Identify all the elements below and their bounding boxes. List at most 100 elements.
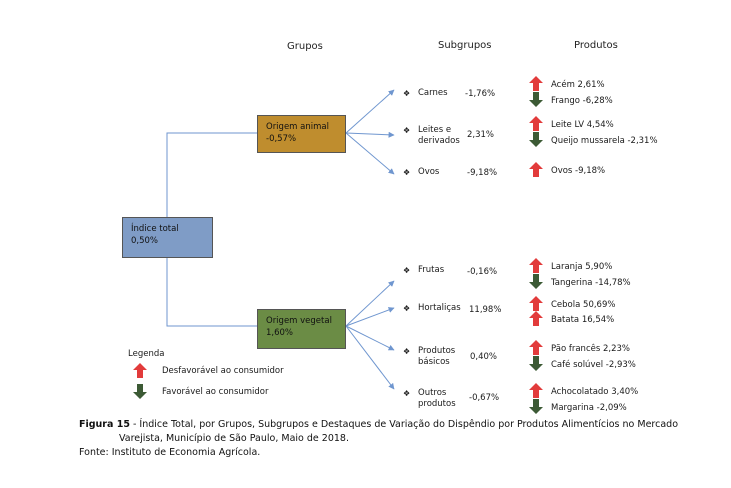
up-arrow-icon [529,76,543,91]
arrow-shape [529,311,543,326]
figure-label: Figura 15 [79,419,130,430]
subgroup-name-line: Hortaliças [418,303,461,313]
arrow-shape [529,274,543,289]
product-item: Ovos -9,18% [551,166,606,176]
up-arrow-icon [529,258,543,273]
root-index-box: Índice total 0,50% [122,217,213,258]
arrow-shape [529,258,543,273]
group-box-origem-animal: Origem animal -0,57% [257,115,346,153]
product-item: Laranja 5,90% [551,262,613,272]
product-item: Leite LV 4,54% [551,120,614,130]
header-subgrupos: Subgrupos [438,40,492,51]
subgroup-value: -0,16% [467,267,498,277]
root-value: 0,50% [131,236,159,246]
subgroup-name-line: Outros [418,388,447,398]
arrow-shape [529,116,543,131]
subgroup-marker-icon: ❖ [403,89,411,98]
root-label: Índice total [131,224,179,234]
branch-frutas [345,280,395,327]
caption-source: Fonte: Instituto de Economia Agrícola. [79,447,261,458]
branch-outros [345,325,395,390]
arrow-shape [529,76,543,91]
branch-produtos-basicos [345,325,395,351]
product-item: Frango -6,28% [551,96,613,106]
header-grupos: Grupos [287,41,323,52]
product-item: Queijo mussarela -2,31% [551,136,658,146]
subgroup-name-line: Ovos [418,167,440,177]
down-arrow-icon [529,399,543,414]
group-value: 1,60% [266,328,294,338]
subgroup-name: Hortaliças [418,303,461,314]
subgroup-marker-icon: ❖ [403,389,411,398]
subgroup-name-line: básicos [418,357,450,367]
subgroup-name-line: Produtos [418,346,456,356]
up-arrow-icon [529,162,543,177]
subgroup-name: Ovos [418,167,439,178]
product-item: Cebola 50,69% [551,300,616,310]
group-box-origem-vegetal: Origem vegetal 1,60% [257,309,346,349]
subgroup-name-line: derivados [418,136,460,146]
product-item: Margarina -2,09% [551,403,627,413]
arrow-shape [529,356,543,371]
down-arrow-icon [529,92,543,107]
arrow-shape [529,162,543,177]
arrow-shape [529,92,543,107]
product-item: Pão francês 2,23% [551,344,630,354]
branch-carnes [345,89,395,134]
group-value: -0,57% [266,134,297,144]
arrow-shape [529,340,543,355]
subgroup-name-line: Leites e [418,125,452,135]
legend-up-arrow-icon [133,363,147,378]
subgroup-marker-icon: ❖ [403,304,411,313]
product-item: Café solúvel -2,93% [551,360,636,370]
group-label: Origem vegetal [266,316,332,326]
up-arrow-icon [529,383,543,398]
product-item: Batata 16,54% [551,315,615,325]
product-item: Tangerina -14,78% [551,278,631,288]
down-arrow-icon [529,132,543,147]
arrow-shape [529,296,543,311]
down-arrow-icon [529,274,543,289]
subgroup-value: 0,40% [470,352,498,362]
up-arrow-icon [529,296,543,311]
arrow-shape [529,383,543,398]
group-label: Origem animal [266,122,329,132]
arrow-shape [529,399,543,414]
figure-caption: Figura 15 - Índice Total, por Grupos, Su… [79,418,719,460]
subgroup-marker-icon: ❖ [403,168,411,177]
root-to-vegetal-line [166,257,257,327]
subgroup-value: -9,18% [467,168,498,178]
up-arrow-icon [529,311,543,326]
subgroup-name: Carnes [418,88,448,99]
product-item: Achocolatado 3,40% [551,387,639,397]
subgroup-value: 2,31% [467,130,495,140]
up-arrow-icon [529,340,543,355]
legend-title: Legenda [128,349,165,359]
legend-favorable-label: Favorável ao consumidor [162,387,269,397]
branch-hortalicas [345,307,395,327]
arrow-shape [529,132,543,147]
branch-leites [345,131,395,138]
legend-down-arrow-icon [133,384,147,399]
subgroup-name-line: Carnes [418,88,448,98]
subgroup-marker-icon: ❖ [403,266,411,275]
up-arrow-icon [529,116,543,131]
subgroup-value: -1,76% [465,89,496,99]
branch-ovos [345,132,395,175]
header-produtos: Produtos [574,40,618,51]
subgroup-name-line: produtos [418,399,456,409]
caption-line1: - Índice Total, por Grupos, Subgrupos e … [129,419,679,430]
down-arrow-icon [529,356,543,371]
subgroup-value: 11,98% [469,305,502,315]
root-to-animal-line [166,132,257,218]
subgroup-marker-icon: ❖ [403,347,411,356]
legend-unfavorable-label: Desfavorável ao consumidor [162,366,284,376]
subgroup-marker-icon: ❖ [403,126,411,135]
product-item: Acém 2,61% [551,80,605,90]
subgroup-value: -0,67% [469,393,500,403]
subgroup-name: Frutas [418,265,444,276]
